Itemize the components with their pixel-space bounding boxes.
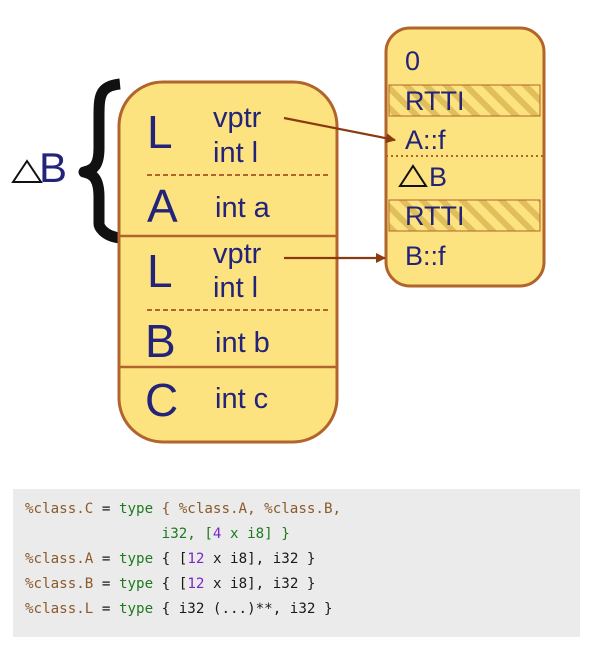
field-int-l: int l: [213, 137, 258, 169]
row-letter-c: C: [145, 374, 178, 426]
field-int-l: int l: [213, 272, 258, 304]
vtable-entry-rtti: RTTI: [405, 86, 465, 116]
code-line: %class.C = type { %class.A, %class.B,: [25, 501, 341, 517]
code-keyword: type: [118, 551, 154, 567]
code-var: %class.C: [25, 501, 94, 517]
field-int-a: int a: [215, 192, 271, 224]
delta-b-label: B: [11, 144, 67, 191]
code-line: i32, [4 x i8] }: [25, 526, 290, 542]
code-text: { [: [153, 551, 188, 567]
delta-icon: [11, 159, 43, 183]
code-var: %class.B: [25, 576, 94, 592]
code-rest: { %class.A, %class.B,: [153, 501, 342, 517]
code-eq: =: [93, 601, 119, 617]
code-text: x i8], i32 }: [204, 551, 316, 567]
left-brace: [78, 78, 121, 244]
code-eq: =: [93, 576, 119, 592]
vtable-entry-b-f: B::f: [405, 241, 446, 271]
memory-layout-diagram: B L vptr int l A int a L vptr int l B in…: [11, 26, 546, 444]
code-number: 12: [187, 551, 205, 567]
code-line: %class.B = type { [12 x i8], i32 }: [25, 576, 315, 592]
code-number: 4: [212, 526, 222, 542]
code-keyword: type: [118, 501, 154, 517]
vtable-entry-rtti: RTTI: [405, 201, 465, 231]
code-keyword: type: [118, 576, 154, 592]
vtable-box: 0 RTTI A::f B RTTI B::f: [384, 26, 546, 288]
code-var: %class.L: [25, 601, 94, 617]
code-text: { i32 (...)**, i32 }: [153, 601, 333, 617]
code-text: i32, [: [161, 526, 213, 542]
row-letter-l: L: [147, 245, 173, 297]
delta-b-letter: B: [39, 144, 67, 191]
field-vptr: vptr: [213, 102, 262, 134]
code-text: x i8] }: [221, 526, 290, 542]
object-box-frame: [117, 80, 339, 444]
row-letter-l: L: [147, 106, 173, 158]
code-keyword: type: [118, 601, 154, 617]
llvm-type-code-block: %class.C = type { %class.A, %class.B, i3…: [13, 489, 580, 637]
vtable-entry-offset: 0: [405, 46, 420, 76]
code-var: %class.A: [25, 551, 94, 567]
code-eq: =: [93, 551, 119, 567]
field-int-c: int c: [215, 383, 268, 415]
code-text: x i8], i32 }: [204, 576, 316, 592]
vtable-entry-delta-b: B: [429, 162, 447, 192]
vtable-rtti-hatch: [388, 199, 541, 232]
delta-icon: [398, 164, 428, 187]
vtable-rtti-hatch: [388, 84, 541, 117]
code-number: 12: [187, 576, 205, 592]
vptr-arrow-to-a-f: [283, 116, 396, 144]
code-line: %class.L = type { i32 (...)**, i32 }: [25, 601, 333, 617]
code-line: %class.A = type { [12 x i8], i32 }: [25, 551, 315, 567]
code-text: { [: [153, 576, 188, 592]
code-eq: =: [93, 501, 119, 517]
field-vptr: vptr: [213, 238, 262, 270]
row-letter-b: B: [145, 315, 176, 367]
row-letter-a: A: [147, 180, 178, 232]
object-layout-box: L vptr int l A int a L vptr int l B int …: [117, 80, 339, 444]
code-indent: [25, 526, 162, 542]
vtable-entry-a-f: A::f: [405, 125, 446, 155]
field-int-b: int b: [215, 327, 270, 359]
